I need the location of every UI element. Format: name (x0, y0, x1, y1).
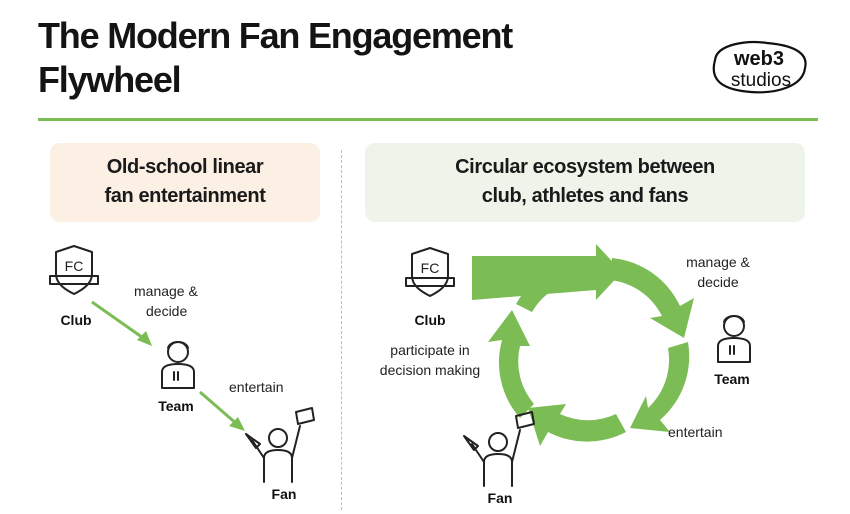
arrow-club-to-team (91, 300, 152, 346)
linear-manage-line: manage & (134, 283, 198, 299)
linear-heading-line-2: fan entertainment (104, 185, 266, 207)
arrow-team-to-fan (199, 390, 245, 431)
linear-fan-label: Fan (271, 486, 297, 502)
web3-studios-logo: web3 studios (712, 40, 807, 94)
flywheel-team-label: Team (714, 371, 750, 387)
circular-heading-line-1: Circular ecosystem between (455, 156, 715, 178)
header-rule (38, 118, 818, 121)
flywheel-participate-line: participate in (390, 342, 470, 358)
flywheel-manage-decide-label: manage & decide (673, 252, 763, 292)
linear-decide-line: decide (146, 303, 188, 319)
title-line-2: Flywheel (38, 59, 182, 100)
linear-heading-line-1: Old-school linear (106, 156, 264, 178)
crest-letters: FC (65, 258, 84, 274)
circular-heading-line-2: club, athletes and fans (481, 185, 689, 207)
linear-team-label: Team (158, 398, 194, 414)
logo-word-studios: studios (731, 70, 791, 91)
linear-model-heading: Old-school linear fan entertainment (50, 143, 320, 222)
flywheel-decision-line: decision making (379, 362, 481, 378)
flywheel-manage-line: manage & (686, 254, 750, 270)
linear-club-label: Club (60, 312, 92, 328)
team-player-icon (161, 341, 195, 389)
linear-entertain-label: entertain (229, 379, 284, 395)
club-crest-icon: FC (49, 245, 99, 295)
flywheel-ring (488, 258, 694, 446)
page-title: The Modern Fan Engagement Flywheel (38, 14, 658, 102)
fan-cheering-icon (245, 407, 315, 483)
flywheel-club-label: Club (414, 312, 446, 328)
flywheel-entry-arrow (472, 244, 622, 300)
flywheel-fan-label: Fan (487, 490, 513, 506)
flywheel-decide-line: decide (697, 274, 739, 290)
flywheel-fan-cheering-icon (463, 411, 535, 487)
panel-divider (341, 150, 342, 510)
flywheel-crest-letters: FC (421, 260, 440, 276)
flywheel-team-player-icon (717, 315, 751, 363)
flywheel-club-crest-icon: FC (405, 247, 455, 297)
circular-model-heading: Circular ecosystem between club, athlete… (365, 143, 805, 222)
logo-word-web3: web3 (733, 48, 784, 70)
linear-manage-decide-label: manage & decide (134, 281, 198, 321)
title-line-1: The Modern Fan Engagement (38, 15, 513, 56)
flywheel-participate-label: participate in decision making (361, 340, 499, 380)
flywheel-entertain-label: entertain (668, 424, 723, 440)
